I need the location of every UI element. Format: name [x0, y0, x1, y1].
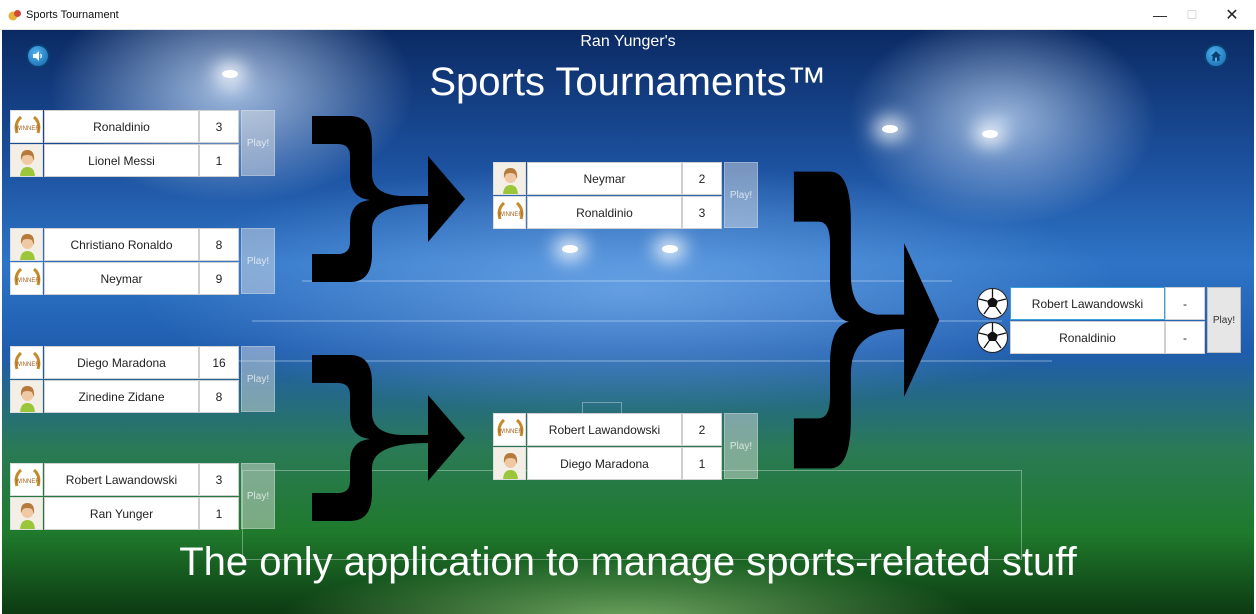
score: 8	[199, 380, 239, 413]
window-title: Sports Tournament	[26, 9, 119, 21]
bracket-arrow	[312, 355, 465, 521]
player-name[interactable]: Christiano Ronaldo	[44, 228, 199, 261]
floodlight	[562, 245, 578, 253]
player-name[interactable]: Diego Maradona	[527, 447, 682, 480]
match-final: Robert Lawandowski - Ronaldinio - Play!	[976, 287, 1252, 355]
player-avatar-icon	[10, 228, 43, 261]
floodlight	[882, 125, 898, 133]
svg-text:WINNER: WINNER	[15, 362, 40, 368]
play-button[interactable]: Play!	[724, 413, 758, 479]
sound-button[interactable]	[26, 44, 50, 68]
winner-badge-icon: WINNER	[493, 413, 526, 446]
player-name[interactable]: Ronaldinio	[44, 110, 199, 143]
close-button[interactable]: ✕	[1225, 7, 1239, 24]
score: 8	[199, 228, 239, 261]
maximize-button[interactable]: ☐	[1186, 8, 1198, 22]
score: 3	[682, 196, 722, 229]
score: 2	[682, 413, 722, 446]
minimize-button[interactable]: —	[1153, 7, 1167, 23]
bracket-arrow	[793, 171, 940, 469]
player-avatar-icon	[10, 497, 43, 530]
score: 16	[199, 346, 239, 379]
stand-row	[202, 360, 1052, 362]
player-name[interactable]: Ronaldinio	[527, 196, 682, 229]
stand-row	[252, 320, 1002, 322]
floodlight	[222, 70, 238, 78]
match-r2-2: WINNER Robert Lawandowski 2 Diego Marado…	[493, 413, 763, 481]
winner-badge-icon: WINNER	[10, 463, 43, 496]
tagline: The only application to manage sports-re…	[179, 540, 1077, 584]
floodlight	[982, 130, 998, 138]
winner-badge-icon: WINNER	[10, 262, 43, 295]
score: 1	[682, 447, 722, 480]
player-name[interactable]: Robert Lawandowski	[527, 413, 682, 446]
svg-text:WINNER: WINNER	[15, 278, 40, 284]
player-name[interactable]: Diego Maradona	[44, 346, 199, 379]
player-name[interactable]: Zinedine Zidane	[44, 380, 199, 413]
floodlight	[662, 245, 678, 253]
svg-text:WINNER: WINNER	[498, 429, 523, 435]
svg-text:WINNER: WINNER	[15, 479, 40, 485]
player-avatar-icon	[10, 380, 43, 413]
stand-row	[302, 280, 952, 282]
score: 1	[199, 144, 239, 177]
window-titlebar: Sports Tournament — ☐ ✕	[0, 0, 1256, 30]
header-subtitle: Ran Yunger's	[580, 33, 676, 50]
player-name[interactable]: Robert Lawandowski	[1010, 287, 1165, 320]
app-icon	[8, 10, 21, 21]
player-avatar-icon	[493, 162, 526, 195]
match-r2-1: Neymar 2 WINNER Ronaldinio 3 Play!	[493, 162, 763, 230]
bracket-arrow	[312, 116, 465, 282]
score: -	[1165, 287, 1205, 320]
match-r1-1: WINNER Ronaldinio 3 Lionel Messi 1 Play!	[10, 110, 280, 178]
speaker-icon	[33, 51, 42, 61]
player-avatar-icon	[10, 144, 43, 177]
play-button[interactable]: Play!	[241, 110, 275, 176]
winner-badge-icon: WINNER	[10, 346, 43, 379]
soccer-ball-icon	[976, 321, 1009, 354]
score: 9	[199, 262, 239, 295]
play-button[interactable]: Play!	[724, 162, 758, 228]
play-button[interactable]: Play!	[241, 228, 275, 294]
player-name[interactable]: Ronaldinio	[1010, 321, 1165, 354]
home-button[interactable]	[1204, 44, 1228, 68]
score: -	[1165, 321, 1205, 354]
score: 3	[199, 463, 239, 496]
player-name[interactable]: Lionel Messi	[44, 144, 199, 177]
play-button[interactable]: Play!	[241, 346, 275, 412]
player-name[interactable]: Neymar	[44, 262, 199, 295]
match-r1-4: WINNER Robert Lawandowski 3 Ran Yunger 1…	[10, 463, 280, 531]
player-name[interactable]: Robert Lawandowski	[44, 463, 199, 496]
match-r1-3: WINNER Diego Maradona 16 Zinedine Zidane…	[10, 346, 280, 414]
score: 1	[199, 497, 239, 530]
winner-badge-icon: WINNER	[10, 110, 43, 143]
play-button[interactable]: Play!	[1207, 287, 1241, 353]
player-avatar-icon	[493, 447, 526, 480]
player-name[interactable]: Neymar	[527, 162, 682, 195]
winner-badge-icon: WINNER	[493, 196, 526, 229]
home-icon	[1211, 51, 1221, 61]
stadium-background: Ran Yunger's Sports Tournaments™ WINNER …	[2, 30, 1254, 614]
match-r1-2: Christiano Ronaldo 8 WINNER Neymar 9 Pla…	[10, 228, 280, 296]
header-title: Sports Tournaments™	[429, 60, 827, 104]
score: 2	[682, 162, 722, 195]
svg-text:WINNER: WINNER	[15, 126, 40, 132]
player-name[interactable]: Ran Yunger	[44, 497, 199, 530]
play-button[interactable]: Play!	[241, 463, 275, 529]
svg-text:WINNER: WINNER	[498, 212, 523, 218]
score: 3	[199, 110, 239, 143]
soccer-ball-icon	[976, 287, 1009, 320]
